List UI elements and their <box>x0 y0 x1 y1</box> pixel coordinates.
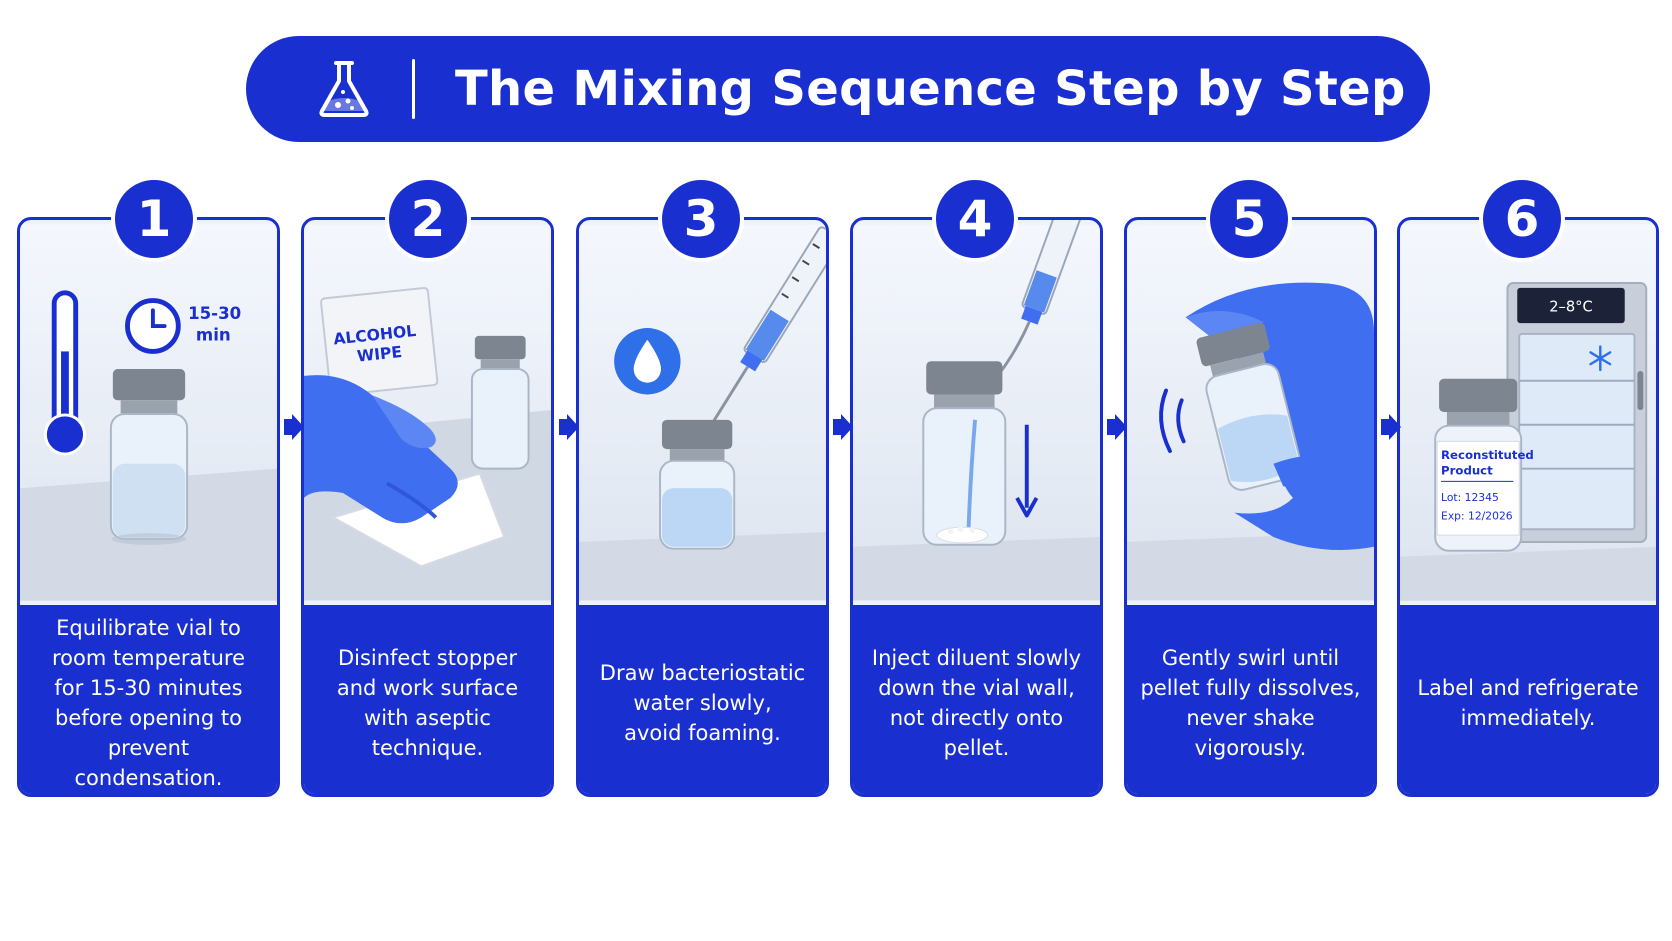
page-title: The Mixing Sequence Step by Step <box>455 61 1406 117</box>
step-5-caption: Gently swirl until pellet fully dissolve… <box>1127 605 1374 794</box>
svg-text:15-30 min: 15-30 min <box>188 304 247 344</box>
title-separator <box>412 59 415 119</box>
thermometer-icon <box>43 290 86 456</box>
step-1-timer-line-2: min <box>196 326 231 345</box>
step-6-illustration: 2–8°C Reconstituted Product Lot: 12345 E… <box>1400 224 1656 601</box>
step-3-caption: Draw bacteriostatic water slowly, avoid … <box>579 605 826 794</box>
step-arrow-icon <box>284 414 304 440</box>
step-3-illustration <box>579 224 826 601</box>
step-3-card: Draw bacteriostatic water slowly, avoid … <box>576 217 829 797</box>
step-5-badge: 5 <box>1206 176 1292 262</box>
step-4-illustration <box>853 220 1100 601</box>
step-1-badge: 1 <box>111 176 197 262</box>
step-5-illustration <box>1127 224 1374 601</box>
step-1-caption: Equilibrate vial to room temperature for… <box>20 605 277 794</box>
title-banner: The Mixing Sequence Step by Step <box>246 36 1430 142</box>
step-2-card: ALCOHOL WIPE Disinfect stopper and work … <box>301 217 554 797</box>
step-arrow-icon <box>1381 414 1401 440</box>
vial-icon <box>922 361 1007 546</box>
step-4-caption: Inject diluent slowly down the vial wall… <box>853 605 1100 794</box>
step-1-card: 15-30 min Equilibrate vial to room tempe… <box>17 217 280 797</box>
arrow-down-icon <box>1015 424 1039 518</box>
refrigerator-icon: 2–8°C <box>1506 282 1648 543</box>
vial-icon <box>1196 322 1302 491</box>
snowflake-icon <box>1589 345 1612 372</box>
glove-icon <box>304 375 458 524</box>
step-arrow-icon <box>833 414 853 440</box>
svg-text:Reconstituted Product: Reconstituted Product <box>1441 448 1538 478</box>
swirl-icon <box>1159 388 1186 454</box>
step-1-illustration: 15-30 min <box>20 224 277 601</box>
step-6-badge: 6 <box>1479 176 1565 262</box>
step-2-illustration: ALCOHOL WIPE <box>304 224 551 601</box>
step-arrow-icon <box>559 414 579 440</box>
step-5-card: Gently swirl until pellet fully dissolve… <box>1124 217 1377 797</box>
water-drop-icon <box>614 328 681 395</box>
step-6-caption: Label and refrigerate immediately. <box>1400 605 1656 794</box>
step-4-badge: 4 <box>932 176 1018 262</box>
label-title-line-1: Reconstituted <box>1441 448 1534 462</box>
vial-icon <box>470 335 530 470</box>
fridge-display: 2–8°C <box>1549 298 1593 315</box>
step-2-caption: Disinfect stopper and work surface with … <box>304 605 551 794</box>
clock-icon <box>125 298 181 354</box>
flask-icon <box>319 61 369 117</box>
vial-icon <box>109 369 189 545</box>
vial-icon: Reconstituted Product Lot: 12345 Exp: 12… <box>1434 378 1538 552</box>
step-arrow-icon <box>1107 414 1127 440</box>
label-lot: Lot: 12345 <box>1441 491 1499 504</box>
alcohol-wipe-icon: ALCOHOL WIPE <box>320 286 439 397</box>
label-title-line-2: Product <box>1441 464 1493 478</box>
step-1-timer-line-1: 15-30 <box>188 304 241 323</box>
step-2-badge: 2 <box>385 176 471 262</box>
step-3-badge: 3 <box>658 176 744 262</box>
wipe-label-line-2: WIPE <box>356 343 403 366</box>
step-4-card: Inject diluent slowly down the vial wall… <box>850 217 1103 797</box>
label-exp: Exp: 12/2026 <box>1441 509 1513 522</box>
syringe-icon <box>700 226 826 441</box>
vial-icon <box>659 419 736 550</box>
step-6-card: 2–8°C Reconstituted Product Lot: 12345 E… <box>1397 217 1659 797</box>
